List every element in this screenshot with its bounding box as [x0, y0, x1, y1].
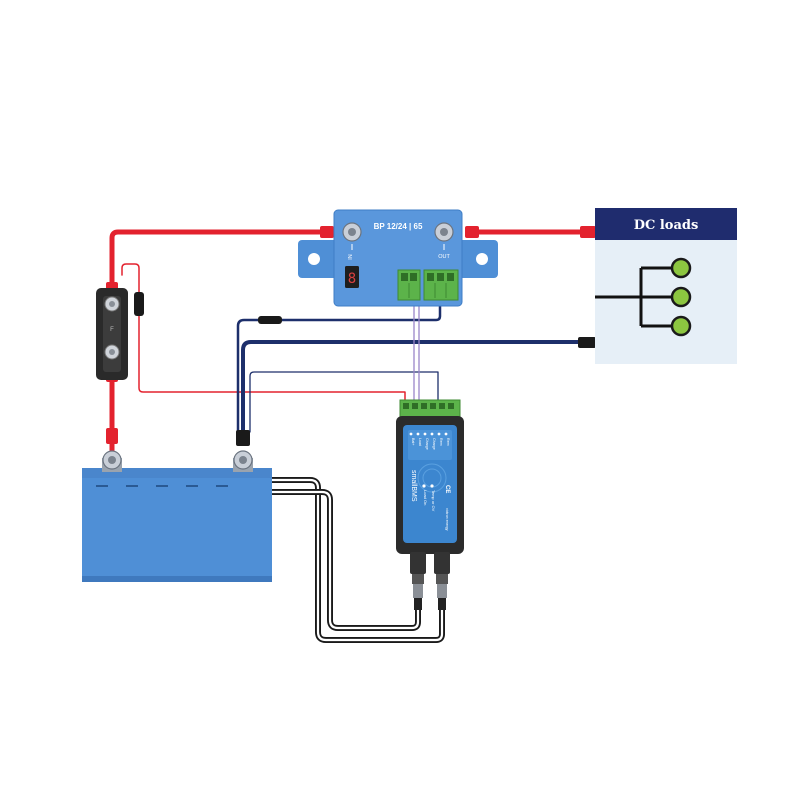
red-lug-in [320, 226, 334, 238]
bms-ground-wire [249, 371, 439, 433]
load-dot-3 [670, 315, 692, 337]
load-dot-1 [670, 257, 692, 279]
cell-cable-2-inner [270, 490, 420, 630]
protect-in-terminal-bolt [348, 228, 356, 236]
dc-loads-title: DC loads [634, 218, 699, 233]
bms-connector-right [434, 552, 450, 574]
protect-model-label: BP 12/24 | 65 [374, 222, 423, 231]
bms-terminal-pins [409, 432, 448, 436]
battery-negative-terminal [233, 450, 253, 472]
protect-display-digit: 8 [348, 271, 356, 287]
protect-in-label: IN [348, 254, 354, 260]
bms-connector-left [410, 552, 426, 574]
protect-mount-hole-right [476, 253, 488, 265]
wires [109, 229, 598, 643]
small-bms: Bat+ Load Charge Charge Rem Rem smallBMS… [396, 399, 464, 610]
inline-fuse [134, 292, 144, 316]
positive-wire-main [109, 229, 333, 293]
bms-terminal-label-4: Charge [432, 438, 436, 450]
red-lug-out [465, 226, 479, 238]
inline-fuse-blue [258, 316, 282, 324]
protect-display [345, 266, 359, 288]
load-symbol [595, 266, 672, 328]
fuse-holder: F [96, 288, 128, 380]
protect-out-label: OUT [438, 254, 450, 260]
protect-terminal-block-left [397, 269, 421, 301]
bms-terminal-label-1: Bat+ [411, 438, 415, 446]
bms-terminal-label-6: Rem [446, 438, 450, 446]
protect-out-terminal-bolt [440, 228, 448, 236]
bms-terminal-label-2: Load [418, 438, 422, 446]
cell-cable-1-inner [270, 478, 444, 642]
bms-terminal-label-5: Rem [439, 438, 443, 446]
bms-brand: victron energy [445, 508, 449, 531]
black-lug-battery [236, 430, 250, 446]
bms-name: smallBMS [410, 470, 417, 502]
protect-terminal-block-right [423, 269, 459, 301]
bms-led-load [422, 484, 426, 488]
dc-loads-box: DC loads [595, 208, 737, 364]
fuse-label: F [110, 327, 114, 333]
dc-loads-header [595, 208, 737, 240]
load-dot-2 [670, 286, 692, 308]
battery-body [82, 478, 272, 582]
bms-ce-mark: CE [444, 485, 450, 493]
bms-status-load-on: Load On [423, 490, 428, 505]
negative-wire-protect [236, 298, 442, 434]
bms-led-temp [430, 484, 434, 488]
battery-protect: BP 12/24 | 65 IN OUT 8 [298, 209, 498, 307]
red-lug-loads [580, 226, 596, 238]
red-lug-battery [106, 428, 118, 444]
negative-wire-main [241, 340, 582, 434]
blue-lug-loads [578, 337, 596, 348]
battery [82, 450, 272, 582]
protect-mount-hole-left [308, 253, 320, 265]
bms-supply-wire [121, 263, 406, 403]
bms-status-temp-ov: Temp or OV [431, 490, 436, 512]
bms-terminal-label-3: Charge [425, 438, 429, 450]
battery-positive-terminal [102, 450, 122, 472]
